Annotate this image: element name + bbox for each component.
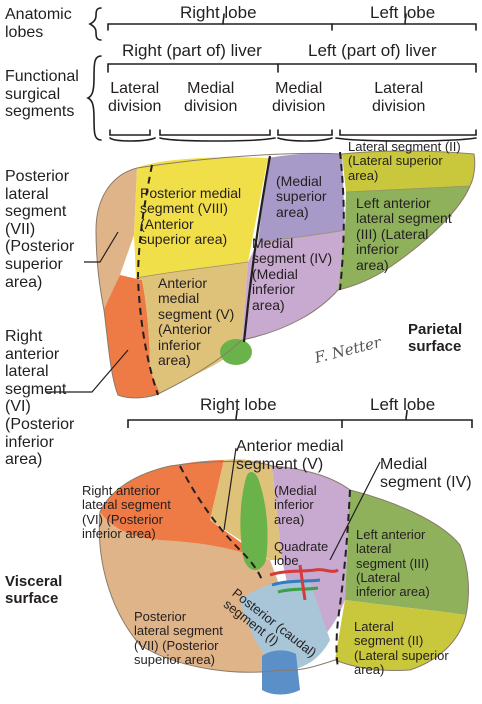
parietal-surface-label: Parietal surface [408, 322, 462, 355]
visceral-medial-inferior-label: (Medial inferior area) [274, 484, 317, 527]
parietal-seg6-label: Right anterior lateral segment (VI) (Pos… [5, 328, 74, 469]
parietal-seg5-label: Anterior medial segment (V) (Anterior in… [158, 276, 234, 368]
visceral-quadrate-label: Quadrate lobe [274, 540, 328, 569]
left-part-label: Left (part of) liver [308, 42, 437, 61]
visceral-surface-label: Visceral surface [5, 574, 62, 607]
visceral-seg7-label: Posterior lateral segment (VII) (Posteri… [134, 610, 223, 667]
parietal-seg4sup-label: (Medial superior area) [276, 174, 327, 220]
visceral-left-lobe-label: Left lobe [370, 396, 435, 415]
medial-division-left-label: Medial division [272, 80, 325, 115]
visceral-seg2-label: Lateral segment (II) (Lateral superior a… [354, 620, 449, 677]
parietal-seg8-label: Posterior medial segment (VIII) (Anterio… [140, 186, 241, 248]
right-part-bracket [108, 64, 278, 72]
right-lobe-label: Right lobe [180, 4, 257, 23]
lateral-division-right-label: Lateral division [108, 80, 161, 115]
visceral-anterior-medial-label: Anterior medial segment (V) [236, 438, 344, 473]
left-lobe-bracket [332, 24, 476, 30]
lateral-division-left-label: Lateral division [372, 80, 425, 115]
anatomic-lobes-label: Anatomic lobes [5, 6, 72, 41]
anatomic-brace [90, 8, 101, 40]
parietal-seg3-label: Left anterior lateral segment (III) (Lat… [356, 196, 452, 273]
right-lobe-bracket [108, 24, 332, 30]
left-part-bracket [278, 64, 476, 72]
visceral-seg3-label: Left anterior lateral segment (III) (Lat… [356, 528, 430, 599]
parietal-seg2-label: Lateral segment (II) (Lateral superior a… [348, 140, 461, 183]
header-braces [88, 8, 476, 141]
medial-division-right-label: Medial division [184, 80, 237, 115]
parietal-seg7-label: Posterior lateral segment (VII) (Posteri… [5, 168, 74, 291]
visceral-right-lobe-label: Right lobe [200, 396, 277, 415]
left-lobe-label: Left lobe [370, 4, 435, 23]
functional-brace [88, 56, 101, 140]
functional-segments-label: Functional surgical segments [5, 68, 79, 121]
parietal-seg4-label: Medial segment (IV) (Medial inferior are… [252, 236, 332, 313]
right-part-label: Right (part of) liver [122, 42, 262, 61]
visceral-medial-segment-label: Medial segment (IV) [380, 456, 472, 491]
visceral-seg6-label: Right anterior lateral segment (VI) (Pos… [82, 484, 171, 541]
